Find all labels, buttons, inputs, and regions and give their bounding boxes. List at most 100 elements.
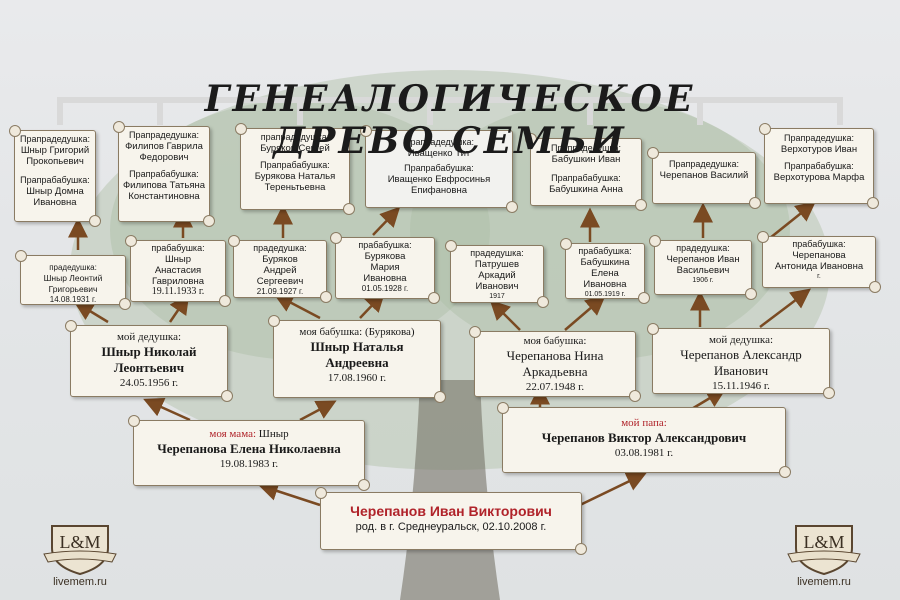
card-row1-4: Прапрадедушка: Иващенко Тит Прапрабабушк… bbox=[360, 125, 518, 213]
role: прадедушка: bbox=[470, 248, 524, 258]
date: 01.05.1919 г. bbox=[584, 291, 626, 298]
card-row2-3: прадедушка: Буряков Андрей Сергеевич 21.… bbox=[228, 235, 332, 303]
name: Черепанов Василий bbox=[659, 170, 749, 181]
card-row2-4: прабабушка: Бурякова Мария Ивановна 01.0… bbox=[330, 232, 440, 304]
card-row2-5: прадедушка: Патрушев Аркадий Иванович 19… bbox=[445, 240, 549, 308]
logo-monogram: L&M bbox=[803, 532, 844, 552]
name: Бабушкина Анна bbox=[549, 184, 623, 195]
card-row2-6: прабабушка: Бабушкина Елена Ивановна 01.… bbox=[560, 238, 650, 304]
label: Прапрабабушка: bbox=[551, 173, 621, 183]
card-row2-8: прабабушка: Черепанова Антонида Ивановна… bbox=[757, 231, 881, 293]
label: Прапрадедушка: bbox=[550, 143, 622, 153]
label: прапрадедушка: bbox=[260, 132, 330, 142]
date: г. bbox=[817, 273, 821, 280]
date: 24.05.1956 г. bbox=[119, 377, 179, 389]
role: прадедушка: bbox=[676, 243, 730, 253]
card-row1-1: Прапрадедушка: Шныр Григорий Прокопьевич… bbox=[9, 125, 101, 227]
name: Шныр Наталья Андреевна bbox=[310, 339, 404, 370]
name: Черепанов Александр Иванович bbox=[680, 347, 802, 378]
role: прабабушка: bbox=[578, 246, 632, 256]
date: 1906 г. bbox=[692, 277, 714, 284]
shield-icon: L&M bbox=[43, 525, 117, 576]
role: мой дедушка: bbox=[708, 334, 774, 346]
name: Буряков Андрей Сергеевич bbox=[256, 254, 304, 287]
name: Филипова Татьяна Константиновна bbox=[122, 180, 206, 202]
logo-site: livemem.ru bbox=[797, 576, 851, 588]
name: Черепанов Иван Васильевич bbox=[666, 254, 740, 276]
name: Филипов Гаврила Федорович bbox=[125, 141, 203, 163]
name: Шныр Анастасия Гавриловна bbox=[151, 254, 205, 287]
name: Бурякова Мария Ивановна bbox=[363, 251, 407, 284]
name: Бурякова Наталья Тереньтьевна bbox=[254, 171, 336, 193]
logo-right: L&M livemem.ru bbox=[784, 518, 864, 588]
role: прадедушка: bbox=[253, 243, 307, 253]
role: мой папа: bbox=[621, 417, 667, 429]
label: Прапрабабушка: bbox=[260, 160, 330, 170]
date: 01.05.1928 г. bbox=[361, 284, 409, 293]
name: Патрушев Аркадий Иванович bbox=[474, 259, 520, 292]
name: Бабушкина Елена Ивановна bbox=[580, 257, 630, 290]
name: Шныр Николай Леонтьевич bbox=[101, 344, 197, 375]
role: моя мама: Шныр bbox=[134, 427, 364, 441]
card-row1-5: Прапрадедушка: Бабушкин Иван Прапрабабуш… bbox=[525, 133, 647, 211]
date: 14.08.1931 г. bbox=[49, 295, 97, 304]
card-row2-7: прадедушка: Черепанов Иван Васильевич 19… bbox=[649, 235, 757, 300]
role: прабабушка: bbox=[792, 239, 846, 249]
date: 1917 bbox=[489, 293, 505, 300]
name: Черепанова Нина Аркадьевна bbox=[506, 348, 604, 379]
name: Верхотуров Иван bbox=[780, 144, 858, 155]
name: Иващенко Тит bbox=[407, 148, 471, 159]
label: Прапрабабушка: bbox=[404, 163, 474, 173]
name: Шныр Домна Ивановна bbox=[26, 186, 84, 208]
date: 19.11.1933 г. bbox=[151, 286, 205, 297]
card-child: Черепанов Иван Викторович род. в г. Сред… bbox=[315, 487, 587, 555]
name: Бабушкин Иван bbox=[551, 154, 621, 165]
date: 17.08.1960 г. bbox=[327, 372, 387, 384]
mother-maiden-name: Шныр bbox=[258, 428, 289, 440]
label: Прапрадедушка: bbox=[128, 130, 200, 140]
page-title: Генеалогическое древо семьи bbox=[204, 78, 696, 162]
date: 03.08.1981 г. bbox=[614, 447, 674, 459]
mother-role-label: моя мама: bbox=[209, 428, 257, 440]
card-mother: моя мама: Шныр Черепанова Елена Николаев… bbox=[128, 415, 370, 491]
logo-monogram: L&M bbox=[59, 532, 100, 552]
role: прабабушка: bbox=[151, 243, 205, 253]
name: Черепанов Виктор Александрович bbox=[541, 430, 747, 445]
label: Прапрадедушка: bbox=[668, 159, 740, 169]
label: Прапрадедушка: bbox=[19, 134, 91, 144]
label: Прапрабабушка: bbox=[784, 161, 854, 171]
name: Черепанова Елена Николаевна bbox=[157, 441, 341, 456]
card-grandfather-1: мой дедушка: Шныр Николай Леонтьевич 24.… bbox=[65, 320, 233, 402]
name: Черепанова Антонида Ивановна bbox=[774, 250, 864, 272]
card-grandfather-2: мой дедушка: Черепанов Александр Иванови… bbox=[647, 323, 835, 399]
role: моя бабушка: bbox=[523, 335, 587, 347]
card-row2-1: прадедушка: Шныр Леонтий Григорьевич 14.… bbox=[15, 250, 131, 310]
logo-left: L&M livemem.ru bbox=[40, 518, 120, 588]
card-row1-2: Прапрадедушка: Филипов Гаврила Федорович… bbox=[113, 121, 215, 227]
card-father: мой папа: Черепанов Виктор Александрович… bbox=[497, 402, 791, 478]
card-row1-6: Прапрадедушка: Черепанов Василий bbox=[647, 147, 761, 209]
label: Прапрадедушка: bbox=[403, 137, 475, 147]
card-row2-2: прабабушка: Шныр Анастасия Гавриловна 19… bbox=[125, 235, 231, 307]
card-row1-7: Прапрадедушка: Верхотуров Иван Прапрабаб… bbox=[759, 123, 879, 209]
date: 22.07.1948 г. bbox=[525, 381, 585, 393]
date: 21.09.1927 г. bbox=[256, 287, 304, 296]
role: моя бабушка: (Бурякова) bbox=[299, 326, 415, 338]
child-birth: род. в г. Среднеуральск, 02.10.2008 г. bbox=[355, 521, 547, 533]
date: 15.11.1946 г. bbox=[712, 380, 770, 392]
role: прадедушка: bbox=[49, 263, 97, 272]
name: Шныр Григорий Прокопьевич bbox=[20, 145, 90, 167]
logo-site: livemem.ru bbox=[53, 576, 107, 588]
name: Иващенко Евфросинья Епифановна bbox=[387, 174, 491, 196]
role: мой дедушка: bbox=[116, 331, 182, 343]
name: Шныр Леонтий Григорьевич bbox=[43, 273, 103, 294]
role: прабабушка: bbox=[358, 240, 412, 250]
child-name: Черепанов Иван Викторович bbox=[350, 503, 552, 519]
date: 19.08.1983 г. bbox=[219, 458, 279, 470]
label: Прапрадедушка: bbox=[783, 133, 855, 143]
card-grandmother-2: моя бабушка: Черепанова Нина Аркадьевна … bbox=[469, 326, 641, 402]
name: Верхотурова Марфа bbox=[773, 172, 865, 183]
card-row1-3: прапрадедушка: Буряков Сергей Прапрабабу… bbox=[235, 123, 355, 215]
label: Прапрабабушка: bbox=[129, 169, 199, 179]
name: Буряков Сергей bbox=[260, 143, 330, 154]
